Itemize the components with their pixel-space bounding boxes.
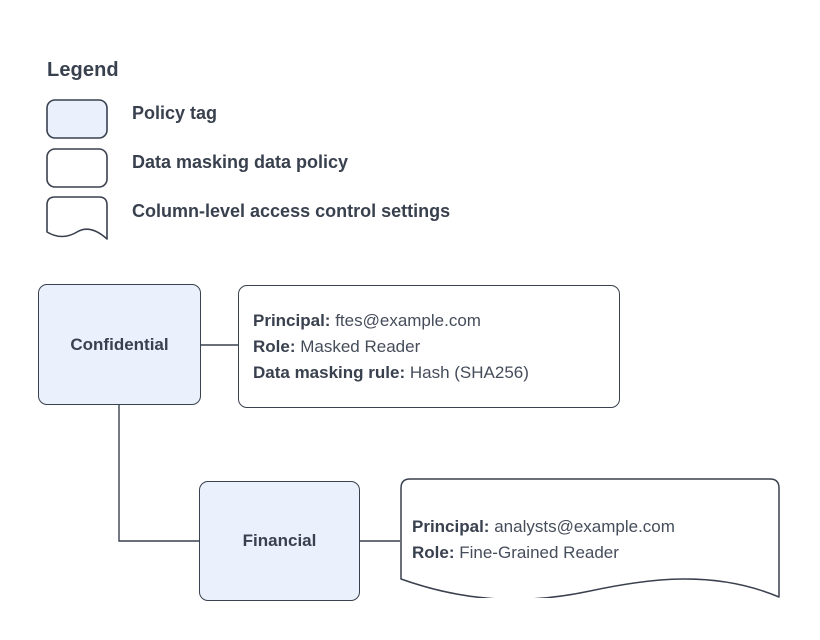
annotation-key: Role: — [412, 543, 455, 562]
annotation-line: Data masking rule: Hash (SHA256) — [253, 360, 605, 386]
annotation-key: Principal: — [412, 517, 490, 536]
annotation-confidential-policy[interactable]: Principal: ftes@example.com Role: Masked… — [238, 285, 620, 408]
annotation-value: Hash (SHA256) — [409, 362, 529, 382]
annotation-confidential-policy-lines: Principal: ftes@example.com Role: Masked… — [253, 308, 605, 386]
annotation-financial-policy-shape — [400, 478, 780, 598]
legend-title: Legend — [47, 59, 119, 81]
annotation-line: Role: Fine-Grained Reader — [412, 540, 764, 566]
annotation-key: Data masking rule: — [253, 362, 406, 382]
annotation-value: ftes@example.com — [335, 310, 481, 330]
node-financial[interactable]: Financial — [199, 481, 360, 601]
annotation-financial-policy[interactable]: Principal: analysts@example.com Role: Fi… — [400, 478, 780, 598]
annotation-line: Role: Masked Reader — [253, 334, 605, 360]
annotation-financial-policy-lines: Principal: analysts@example.com Role: Fi… — [412, 514, 764, 566]
legend-swatch-column-access-settings — [46, 196, 108, 240]
legend-label-policy-tag: Policy tag — [132, 103, 218, 123]
annotation-value: analysts@example.com — [494, 517, 675, 536]
legend-label-column-access-settings: Column-level access control settings — [132, 201, 451, 221]
annotation-value: Fine-Grained Reader — [459, 543, 619, 562]
annotation-value: Masked Reader — [300, 336, 421, 356]
node-financial-label: Financial — [242, 531, 317, 550]
legend-swatch-data-masking-policy — [46, 148, 108, 188]
legend-swatch-policy-tag — [46, 99, 108, 139]
annotation-key: Role: — [253, 336, 296, 356]
annotation-line: Principal: analysts@example.com — [412, 514, 764, 540]
node-confidential[interactable]: Confidential — [38, 284, 201, 405]
edge-confidential-to-financial — [118, 405, 199, 542]
node-confidential-label: Confidential — [70, 334, 169, 354]
annotation-key: Principal: — [253, 310, 331, 330]
annotation-line: Principal: ftes@example.com — [253, 308, 605, 334]
legend-label-data-masking-policy: Data masking data policy — [132, 152, 349, 172]
